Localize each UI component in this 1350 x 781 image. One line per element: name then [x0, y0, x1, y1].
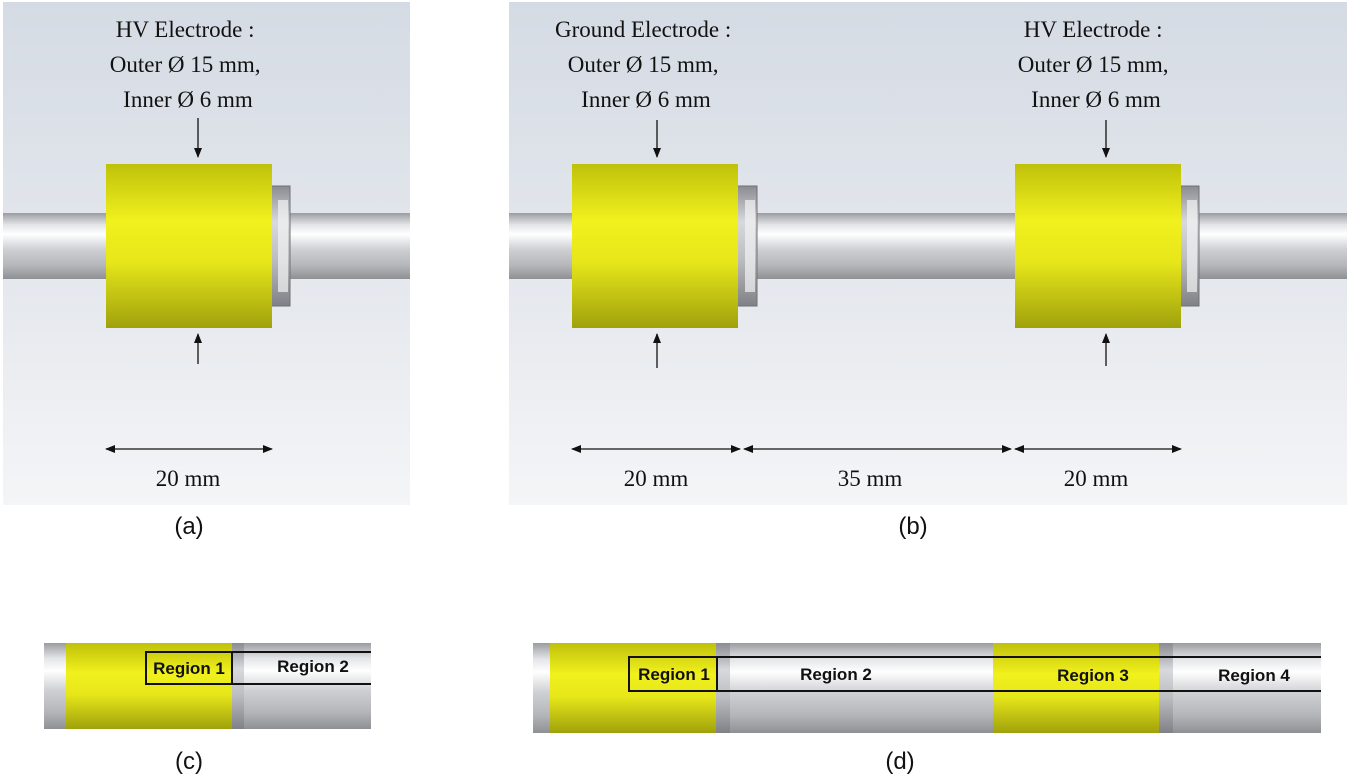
panel-b-dimension-label-3: 20 mm	[1064, 466, 1129, 491]
panel-a-title-line-3: Inner Ø 6 mm	[123, 87, 253, 112]
panel-b-hv-title: HV Electrode : Outer Ø 15 mm, Inner Ø 6 …	[1018, 17, 1175, 112]
panel-b-ground-title-line-2: Outer Ø 15 mm,	[568, 52, 719, 77]
panel-c-region-1-box	[145, 651, 233, 685]
panel-b-dimension-label-2: 35 mm	[838, 466, 903, 491]
panel-b-ground-electrode	[572, 164, 738, 328]
panel-d-label: (d)	[885, 748, 914, 775]
panel-b-ground-title-line-1: Ground Electrode :	[555, 17, 731, 42]
panel-c-label: (c)	[175, 748, 203, 775]
panel-d-region-1-box	[628, 656, 718, 692]
panel-b: Ground Electrode : Outer Ø 15 mm, Inner …	[509, 2, 1347, 505]
panel-d-ground-flange	[716, 643, 730, 733]
panel-a-title-line-1: HV Electrode :	[116, 17, 255, 42]
panel-a-title: HV Electrode : Outer Ø 15 mm, Inner Ø 6 …	[110, 17, 267, 112]
panel-b-hv-title-line-2: Outer Ø 15 mm,	[1018, 52, 1169, 77]
panel-b-hv-title-line-3: Inner Ø 6 mm	[1031, 87, 1161, 112]
panel-c-region-1-label: Region 1	[153, 659, 225, 678]
panel-c-region-2-label: Region 2	[277, 657, 349, 676]
panel-b-ground-title-line-3: Inner Ø 6 mm	[581, 87, 711, 112]
panel-b-label: (b)	[898, 513, 927, 540]
panel-c: Region 1 Region 2	[44, 643, 371, 729]
panel-a: HV Electrode : Outer Ø 15 mm, Inner Ø 6 …	[3, 2, 410, 505]
panel-d-region-2-label: Region 2	[800, 665, 872, 684]
panel-c-electrode	[66, 643, 234, 729]
panel-d-hv-flange	[1159, 643, 1173, 733]
panel-d-region-1-label: Region 1	[638, 665, 710, 684]
panel-a-hv-electrode	[106, 164, 272, 328]
panel-d: Region 1 Region 2 Region 3 Region 4	[533, 643, 1321, 733]
panel-c-flange	[232, 643, 244, 729]
panel-a-dimension-label: 20 mm	[156, 466, 221, 491]
panel-b-hv-flange-highlight	[1187, 200, 1197, 292]
panel-b-ground-title: Ground Electrode : Outer Ø 15 mm, Inner …	[555, 17, 737, 112]
panel-b-ground-flange-highlight	[745, 200, 755, 292]
panel-a-title-line-2: Outer Ø 15 mm,	[110, 52, 261, 77]
panel-b-hv-title-line-1: HV Electrode :	[1024, 17, 1163, 42]
panel-b-dimension-label-1: 20 mm	[624, 466, 689, 491]
panel-a-label: (a)	[174, 513, 203, 540]
panel-d-region-4-label: Region 4	[1218, 666, 1290, 685]
panel-a-flange-highlight	[278, 200, 288, 292]
panel-d-region-3-label: Region 3	[1057, 666, 1129, 685]
panel-b-hv-electrode	[1015, 164, 1181, 328]
